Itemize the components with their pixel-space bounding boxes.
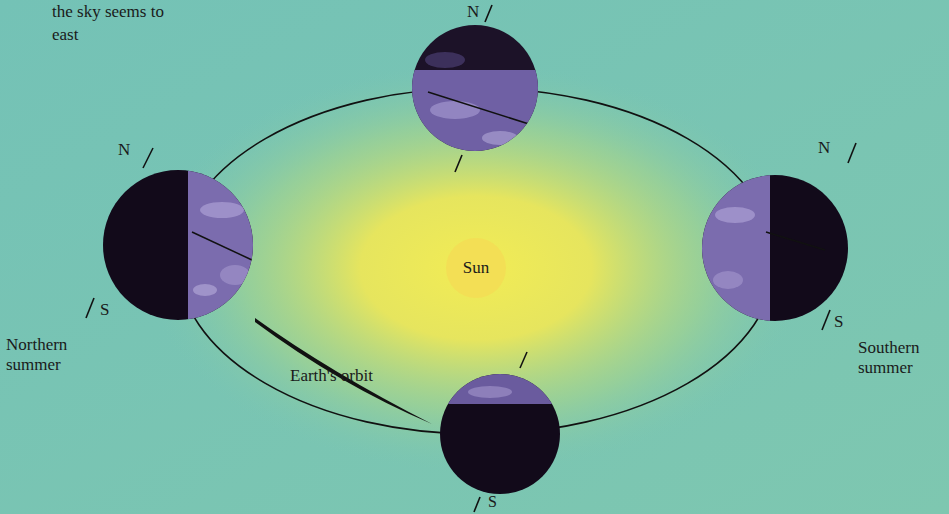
- earth-bottom: [430, 352, 570, 512]
- earth-top: [400, 5, 550, 172]
- season-label: Northern summer: [6, 335, 90, 374]
- pole-label: S: [834, 312, 843, 332]
- pole-label: N: [818, 138, 830, 158]
- cut-text: the sky seems to: [52, 2, 164, 22]
- sun-label: Sun: [456, 258, 496, 278]
- pole-label: N: [118, 140, 130, 160]
- pole-label: S: [488, 493, 497, 511]
- orbit-label: Earth's orbit: [290, 366, 373, 386]
- earth-left: [86, 148, 288, 330]
- season-label: Southern summer: [858, 338, 942, 377]
- orbit-wedge: [255, 318, 432, 424]
- pole-label: N: [467, 2, 479, 22]
- cut-text: east: [52, 25, 78, 45]
- earth-right: [700, 143, 856, 330]
- sun-disc: [446, 238, 506, 298]
- pole-label: S: [100, 300, 109, 320]
